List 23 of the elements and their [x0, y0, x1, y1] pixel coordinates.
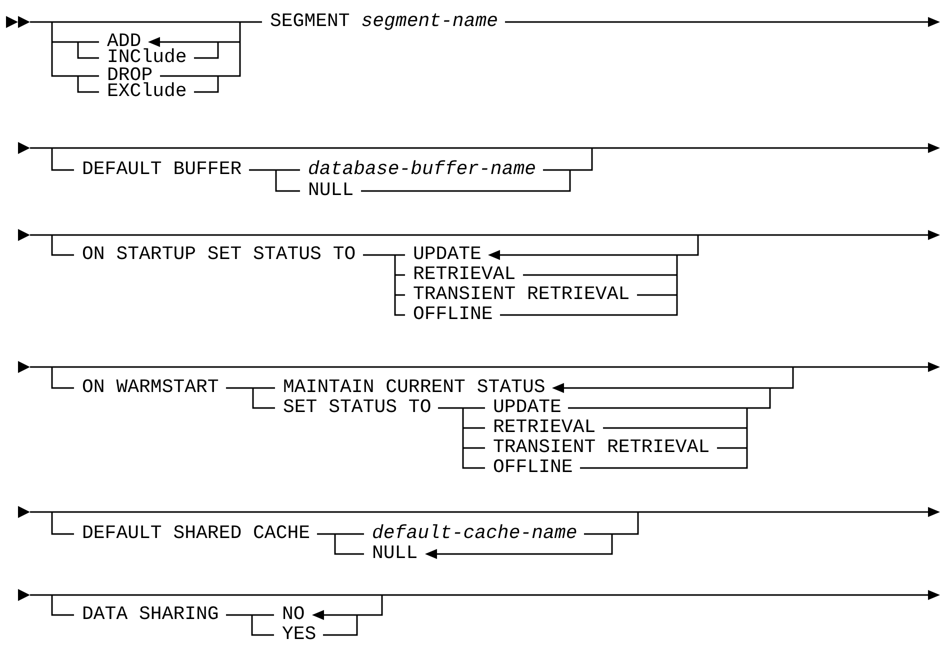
syntax-keyword: DATA SHARING	[82, 604, 219, 624]
syntax-keyword: ON WARMSTART	[82, 377, 219, 397]
syntax-keyword: NO	[282, 604, 305, 624]
syntax-keyword: INClude	[107, 47, 187, 67]
syntax-clause: SEGMENT segment-name	[270, 11, 498, 31]
syntax-keyword: MAINTAIN CURRENT STATUS	[283, 377, 546, 397]
syntax-keyword: TRANSIENT RETRIEVAL	[413, 284, 630, 304]
variable-name: database-buffer-name	[308, 159, 536, 179]
syntax-keyword: SET STATUS TO	[283, 397, 432, 417]
variable-name: default-cache-name	[372, 523, 578, 543]
syntax-keyword: RETRIEVAL	[413, 264, 516, 284]
syntax-keyword: UPDATE	[413, 244, 482, 264]
syntax-keyword: RETRIEVAL	[493, 417, 596, 437]
syntax-keyword: ON STARTUP SET STATUS TO	[82, 244, 356, 264]
syntax-keyword: OFFLINE	[493, 457, 573, 477]
syntax-keyword: NULL	[308, 180, 354, 200]
syntax-keyword: TRANSIENT RETRIEVAL	[493, 437, 710, 457]
syntax-keyword: UPDATE	[493, 397, 562, 417]
syntax-keyword: DEFAULT BUFFER	[82, 159, 242, 179]
syntax-keyword: YES	[282, 624, 316, 644]
syntax-keyword: OFFLINE	[413, 304, 493, 324]
syntax-keyword: NULL	[372, 543, 418, 563]
syntax-keyword: DEFAULT SHARED CACHE	[82, 523, 310, 543]
